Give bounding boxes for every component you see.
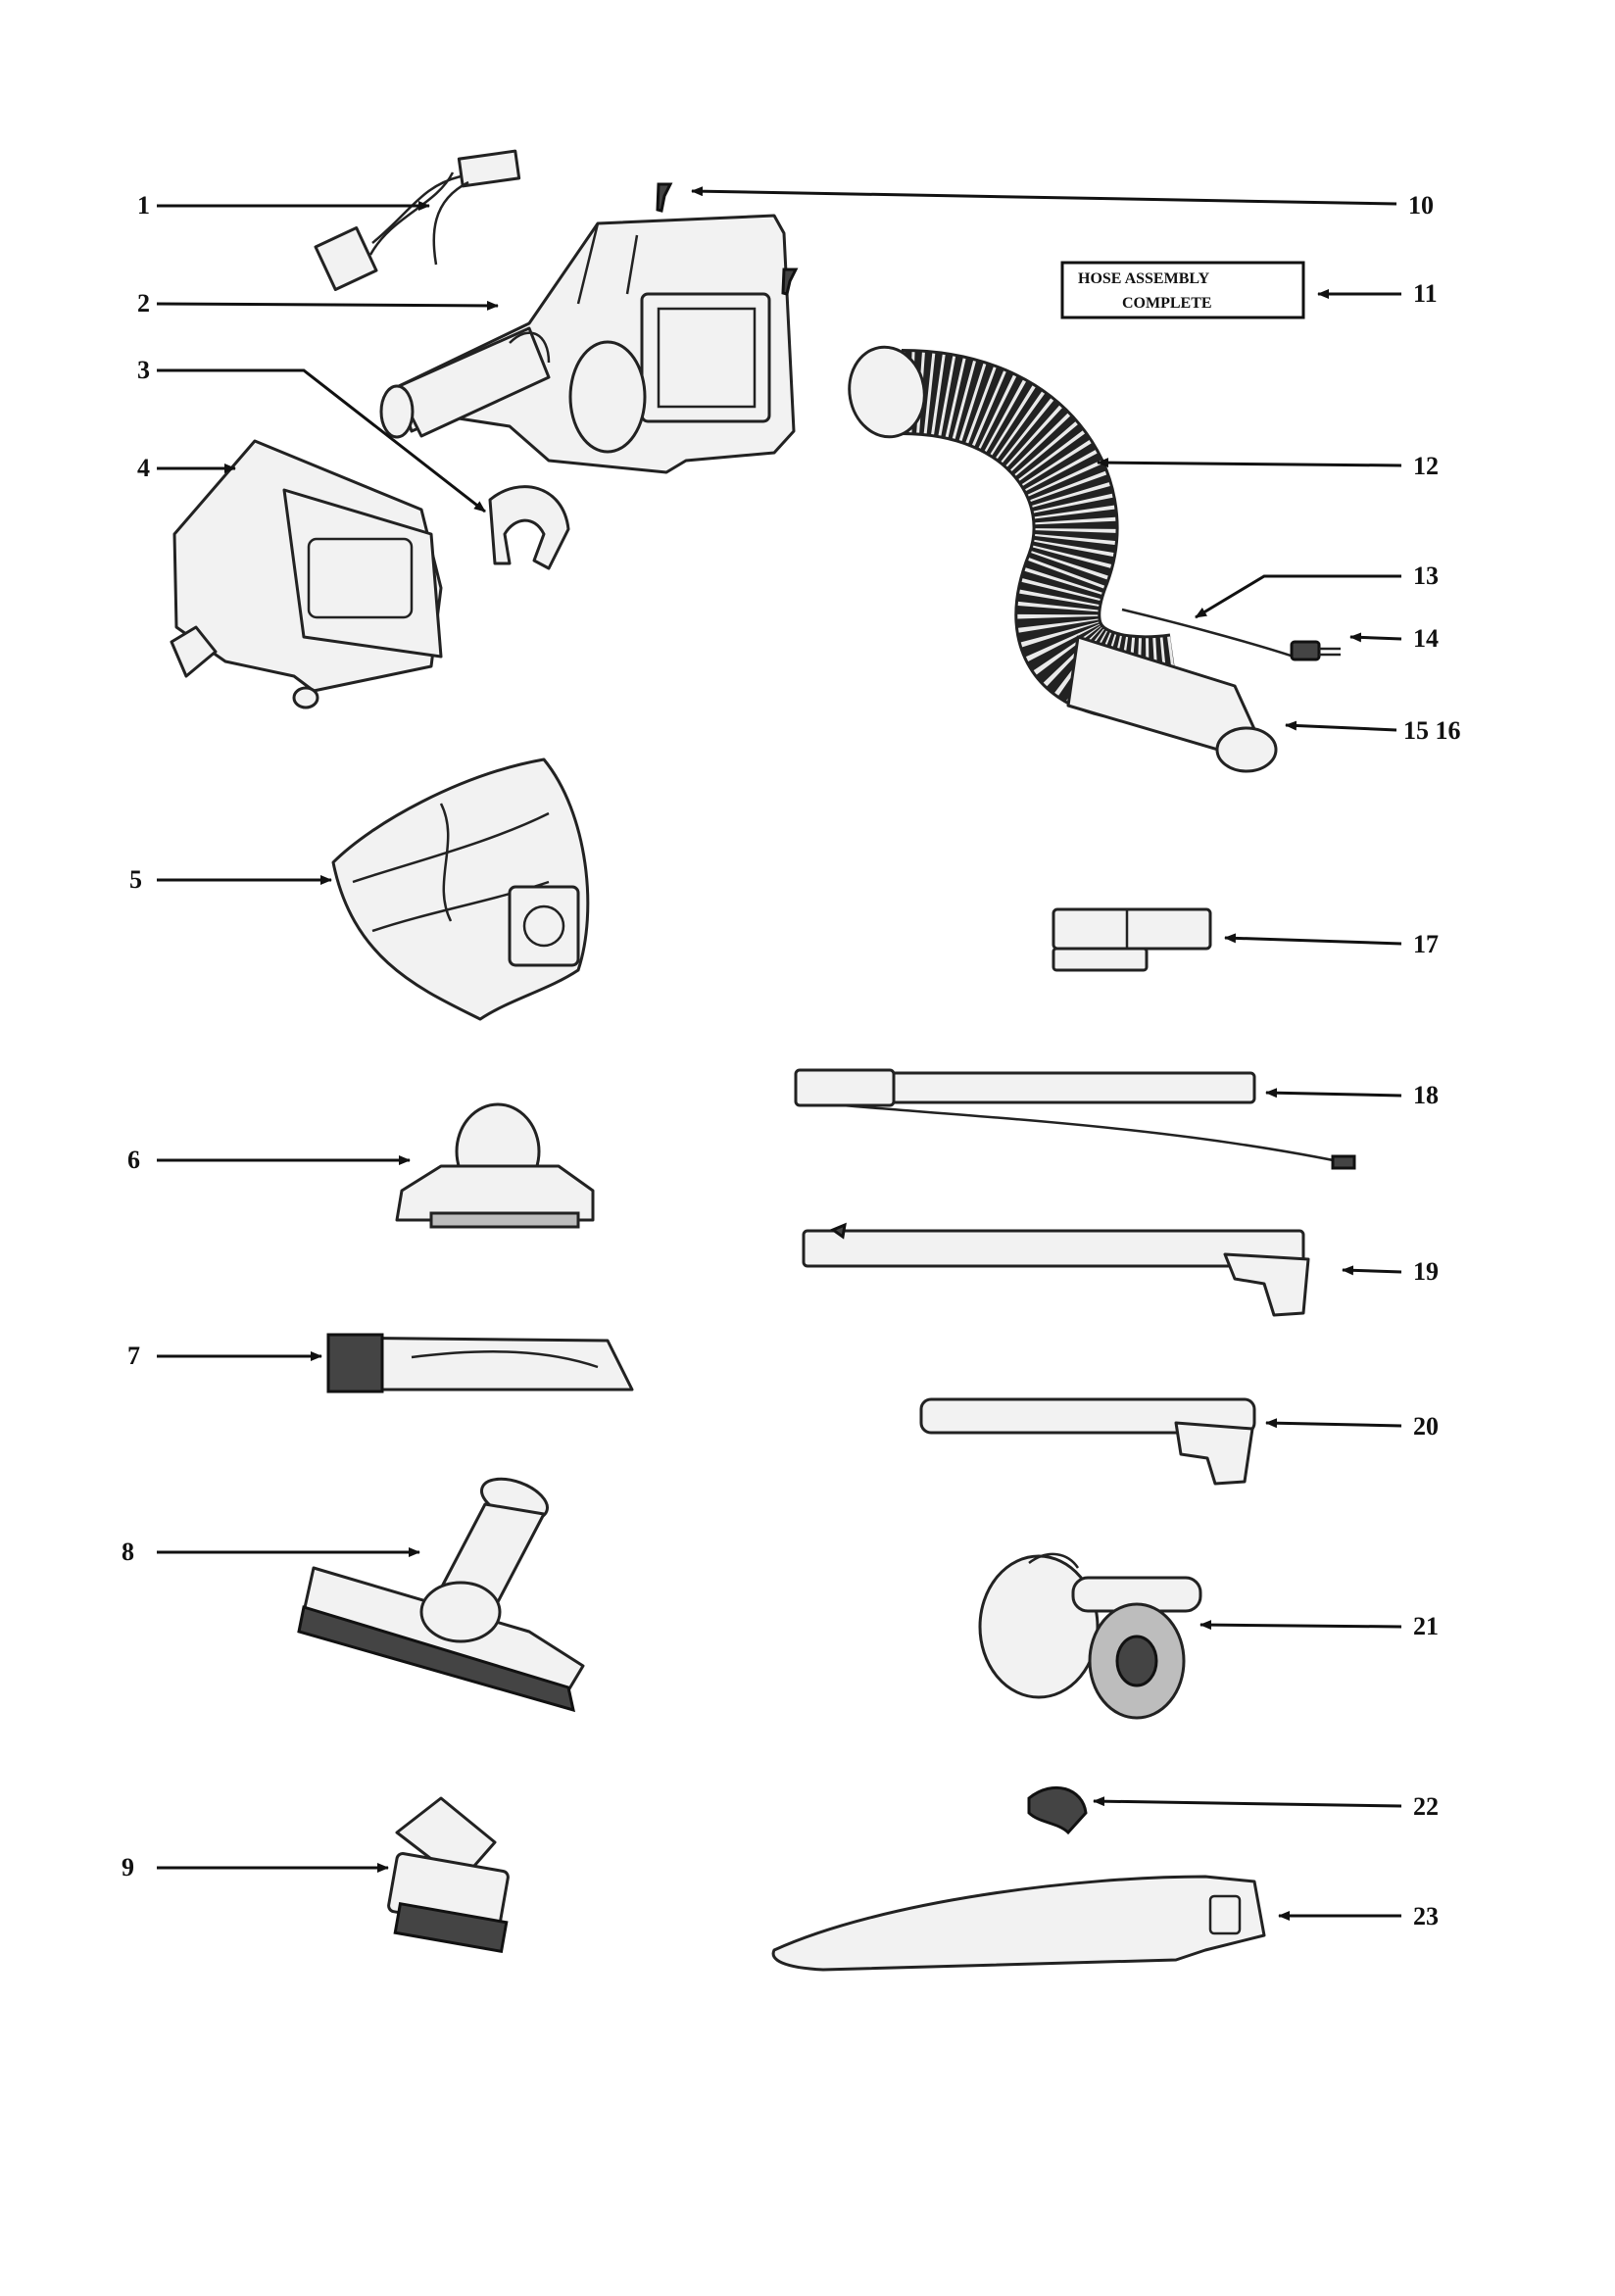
handle-housing-part [379,214,796,474]
bag-housing-part [170,439,443,709]
callout-4: 4 [137,454,150,482]
electric-wand-part [794,1068,1356,1170]
callout-3: 3 [137,356,150,384]
motor-head-part [978,1552,1202,1720]
callout-12: 12 [1413,452,1439,480]
screw-part [656,182,799,296]
small-clip-part [1027,1785,1088,1835]
callout-20: 20 [1413,1412,1439,1441]
callout-22: 22 [1413,1792,1439,1821]
handle-grip-part [771,1875,1266,1972]
hose-part [848,345,1341,773]
floor-tool-part [297,1477,585,1713]
callout-13: 13 [1413,562,1439,590]
hose-assembly-label: HOSE ASSEMBLY COMPLETE [1060,261,1305,319]
callout-5: 5 [129,865,142,894]
callout-2: 2 [137,289,150,318]
wire-harness-part [314,149,521,291]
callout-10: 10 [1408,191,1434,220]
short-wand-part [919,1397,1256,1486]
upholstery-tool-part [395,1102,595,1229]
callout-17: 17 [1413,930,1439,958]
callout-18: 18 [1413,1081,1439,1109]
callout-21: 21 [1413,1612,1439,1640]
hose-label-line2: COMPLETE [1122,295,1212,312]
callout-7: 7 [127,1342,140,1370]
extension-wand-part [802,1222,1310,1317]
callout-11: 11 [1413,279,1438,308]
callout-8: 8 [122,1538,134,1566]
callout-14: 14 [1413,624,1439,653]
clip-part [488,485,570,570]
hose-label-line1: HOSE ASSEMBLY [1078,270,1210,287]
crevice-tool-part [326,1333,634,1393]
callout-labels: 1 2 3 4 5 6 7 8 9 10 11 12 13 14 15 16 1… [122,191,1461,1930]
callout-19: 19 [1413,1257,1439,1286]
adapter-part [1052,907,1212,972]
callout-23: 23 [1413,1902,1439,1930]
dusting-brush-part [387,1796,510,1954]
callout-9: 9 [122,1853,134,1881]
callout-1: 1 [137,191,150,220]
callout-15-16: 15 16 [1403,716,1461,745]
dust-bag-part [331,757,590,1021]
leader-lines [156,186,1402,1921]
callout-6: 6 [127,1146,140,1174]
